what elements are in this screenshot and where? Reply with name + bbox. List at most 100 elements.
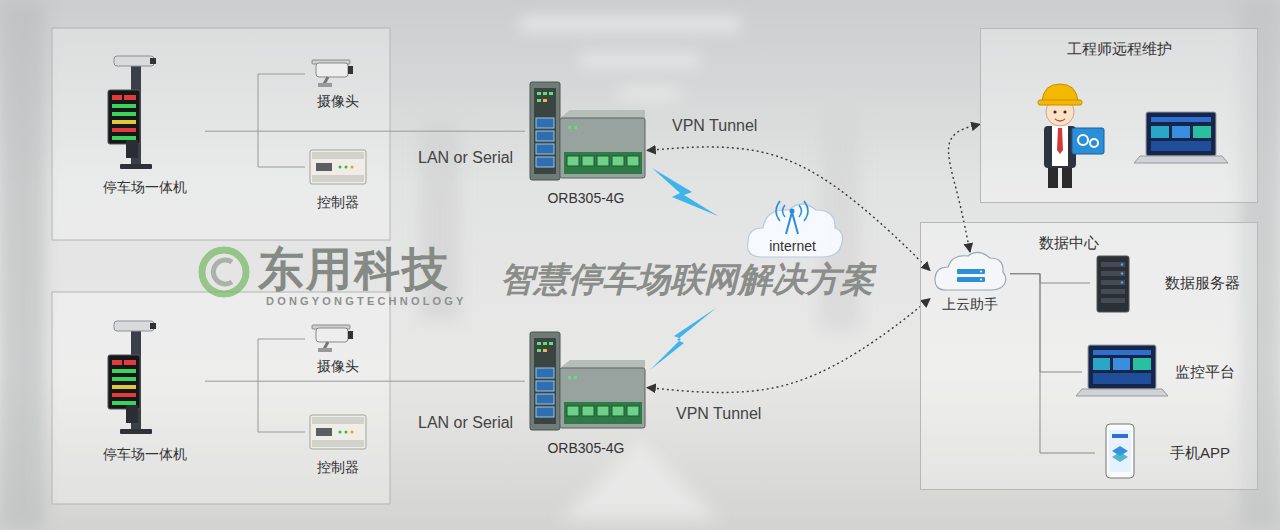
- router-icon-part: [568, 376, 571, 379]
- router-icon-part: [549, 92, 553, 95]
- laptop-icon-part: [1151, 126, 1169, 138]
- monitor-laptop-icon-part: [1133, 358, 1151, 370]
- wireless-bolt: [650, 308, 716, 370]
- tree-connector: [1010, 274, 1082, 372]
- controller-node: 控制器: [298, 405, 378, 477]
- server-icon-part: [1121, 281, 1124, 284]
- controller-icon-part: [351, 431, 354, 434]
- internet-cloud-part: [799, 205, 802, 217]
- parking-kiosk: [108, 56, 156, 169]
- router-icon: [530, 82, 645, 180]
- controller-icon-part: [339, 431, 342, 434]
- parking-kiosk-part: [108, 90, 140, 144]
- server-icon-part: [1121, 272, 1124, 275]
- parking-kiosk-part: [112, 128, 136, 132]
- camera-node: 摄像头: [298, 320, 378, 376]
- router-icon-part: [582, 406, 594, 416]
- router-icon-part: [612, 156, 624, 166]
- internet-cloud-part: [776, 201, 780, 221]
- laptop-icon: [1134, 112, 1228, 163]
- internet-cloud: [748, 201, 843, 257]
- group-panel: [52, 292, 390, 504]
- cloud-helper-icon-part: [957, 277, 985, 282]
- router-icon-part: [564, 152, 642, 174]
- engineer-figure-part: [1078, 135, 1088, 145]
- server-icon: [1097, 256, 1129, 312]
- router-node: ORB305-4G: [525, 80, 647, 208]
- router-icon-part: [612, 406, 624, 416]
- server-icon-part: [1101, 298, 1125, 303]
- controller-icon-part: [345, 431, 348, 434]
- watermark-brand-latin: DONGYONGTECHNOLOGY: [266, 296, 467, 307]
- parking-kiosk-part: [126, 405, 138, 423]
- cloud-helper-icon-part: [935, 252, 1006, 290]
- parking-kiosk-part: [150, 323, 156, 329]
- camera-icon-part: [318, 348, 332, 352]
- router-icon-part: [627, 406, 639, 416]
- phone-icon-part: [1106, 424, 1134, 478]
- parking-kiosk-part: [114, 321, 154, 331]
- router-icon-part: [536, 381, 554, 391]
- solid-connector: [205, 381, 525, 382]
- camera-icon-part: [316, 328, 348, 342]
- parking-kiosk-part: [112, 136, 136, 140]
- phone-icon-part: [1112, 452, 1128, 462]
- router-icon-part: [567, 156, 579, 166]
- router-icon-part: [574, 376, 577, 379]
- router-icon-part: [564, 402, 642, 424]
- engineer-figure-part: [1052, 126, 1068, 166]
- garage-blur-shapes-part: [620, 90, 680, 98]
- monitor-laptop-icon-part: [1093, 358, 1110, 370]
- router-icon-part: [549, 342, 553, 345]
- controller-icon-part: [351, 166, 354, 169]
- internet-cloud-part: [786, 212, 798, 234]
- laptop-icon-part: [1146, 112, 1216, 156]
- engineer-figure-part: [1057, 128, 1063, 154]
- router-icon-part: [530, 332, 560, 430]
- parking-kiosk-part: [124, 95, 136, 100]
- monitor-laptop-icon: [1076, 345, 1168, 396]
- panel-fill: [920, 222, 1258, 490]
- parking-kiosk-part: [126, 140, 138, 158]
- router-icon-part: [582, 156, 594, 166]
- edge-label: VPN Tunnel: [676, 404, 761, 423]
- engineer-figure-part: [1042, 84, 1078, 102]
- camera-icon: [312, 60, 353, 87]
- kiosk-node: 停车场一体机: [85, 317, 205, 464]
- parking-kiosk-part: [114, 56, 154, 66]
- node-label: 手机APP: [1170, 443, 1230, 463]
- parking-kiosk-part: [108, 355, 140, 409]
- phone-icon-part: [1109, 430, 1131, 472]
- controller-icon-part: [312, 440, 364, 447]
- server-icon-part: [1097, 256, 1129, 312]
- monitor-laptop-icon-part: [1093, 350, 1151, 355]
- router-icon-part: [543, 342, 547, 345]
- engineer-figure-part: [1062, 166, 1072, 188]
- controller-icon-part: [312, 175, 364, 182]
- internet-cloud-part: [804, 201, 808, 221]
- server-icon-part: [1101, 280, 1125, 285]
- router-icon-part: [536, 394, 554, 404]
- laptop-icon-part: [1151, 117, 1211, 122]
- node-label: internet: [769, 237, 816, 255]
- node-label: ORB305-4G: [547, 189, 624, 207]
- laptop-icon-part: [1172, 126, 1190, 138]
- parking-kiosk-part: [112, 385, 136, 389]
- router-icon-part: [543, 99, 547, 102]
- parking-kiosk-part: [112, 360, 122, 365]
- parking-kiosk-part: [112, 401, 136, 405]
- internet-cloud-part: [783, 205, 786, 217]
- device-group: [108, 56, 366, 184]
- engineer-figure-part: [1048, 166, 1058, 188]
- parking-kiosk-part: [112, 369, 136, 373]
- group-panel: [52, 28, 390, 240]
- watermark-logo-part: [213, 260, 232, 284]
- edge-group: [205, 124, 1095, 453]
- router-icon-part: [543, 92, 547, 95]
- server-node: 数据服务器: [1090, 252, 1255, 314]
- server-icon-part: [1101, 289, 1125, 294]
- node-label: 控制器: [317, 193, 359, 211]
- tree-connector: [1010, 274, 1090, 283]
- dotted-connector: [647, 299, 930, 393]
- phone-icon-part: [1112, 434, 1128, 438]
